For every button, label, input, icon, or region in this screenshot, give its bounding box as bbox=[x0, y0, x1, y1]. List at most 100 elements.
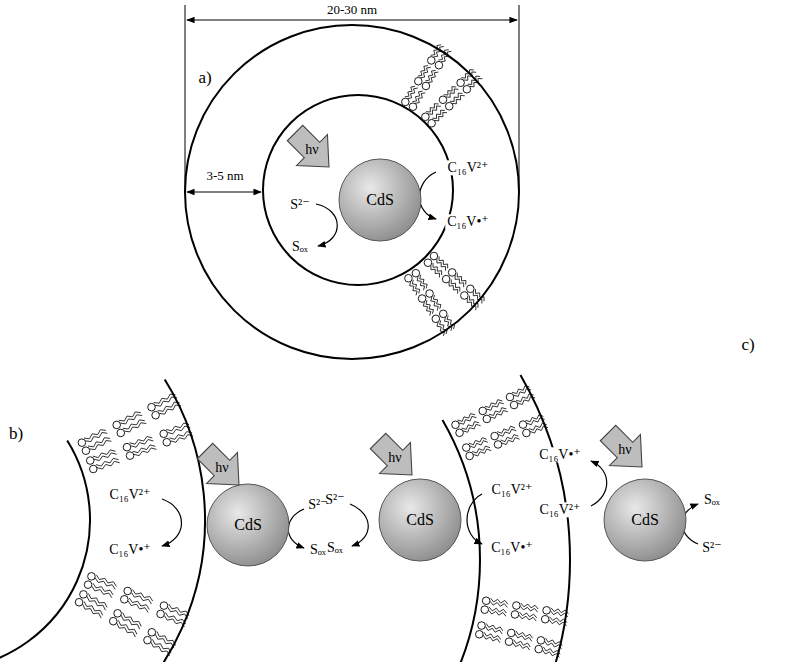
lipid-tail bbox=[491, 598, 508, 604]
light-arrow-shape bbox=[280, 118, 345, 183]
lipid-head bbox=[148, 628, 156, 636]
vesicle-inner-wall bbox=[263, 95, 453, 285]
lipid-tail bbox=[87, 596, 106, 610]
lipid-head bbox=[427, 57, 435, 65]
lipid-head bbox=[445, 102, 453, 110]
species-label: Sₒₓ bbox=[327, 540, 343, 555]
lipid-head bbox=[160, 602, 168, 610]
lipid-tail bbox=[96, 575, 116, 587]
light-arrow-shape bbox=[593, 418, 658, 483]
dimension-arrow bbox=[187, 19, 517, 20]
lipid-tail bbox=[133, 590, 153, 602]
species-label: C₁₆V²⁺ bbox=[110, 487, 151, 502]
lipid-head bbox=[117, 429, 125, 437]
lipid-head bbox=[144, 636, 152, 644]
species-label: C₁₆V²⁺ bbox=[446, 160, 491, 175]
lipid-tail bbox=[551, 611, 568, 617]
lipid-head bbox=[82, 447, 90, 455]
lipid-tail bbox=[171, 435, 194, 443]
lipid-tail bbox=[435, 112, 448, 120]
dimension-extension bbox=[185, 5, 186, 192]
cds-particle: CdS bbox=[338, 158, 422, 242]
lipid-tail bbox=[417, 277, 424, 291]
lipid-tail bbox=[129, 598, 149, 610]
lipid-head bbox=[412, 269, 420, 277]
lipid-tail bbox=[437, 322, 444, 336]
lipid-head bbox=[422, 82, 430, 90]
lipid-tail bbox=[151, 642, 170, 656]
lipid-head bbox=[523, 429, 531, 437]
lipid-tail bbox=[431, 297, 438, 311]
lipid-head bbox=[507, 629, 515, 637]
lipid-head bbox=[439, 96, 447, 104]
lipid-tail bbox=[428, 72, 438, 83]
lipid-head bbox=[121, 596, 129, 604]
lipid-tail bbox=[92, 586, 112, 598]
lipid-tail bbox=[521, 603, 538, 609]
lipid-tail bbox=[446, 89, 459, 97]
lipid-tail bbox=[485, 627, 502, 634]
light-arrow: hν bbox=[288, 126, 336, 174]
lipid-tail bbox=[128, 601, 148, 613]
lipid-head bbox=[543, 607, 551, 615]
lipid-head bbox=[88, 573, 96, 581]
lipid-tail bbox=[473, 449, 491, 456]
light-label: hν bbox=[618, 442, 631, 457]
species-label: C₁₆V²⁺ bbox=[490, 482, 535, 497]
lipid-tail bbox=[463, 424, 480, 432]
lipid-tail bbox=[165, 612, 185, 624]
lipid-tail bbox=[155, 397, 177, 406]
redox-arrow bbox=[288, 509, 304, 548]
lipid-tail bbox=[519, 612, 536, 618]
lipid-head bbox=[428, 119, 436, 127]
dimension-extension bbox=[519, 5, 520, 192]
lipid-tail bbox=[463, 72, 476, 80]
light-arrow-shape bbox=[363, 426, 428, 491]
lipid-tail bbox=[119, 412, 141, 421]
lipid-head bbox=[510, 401, 518, 409]
lipid-head bbox=[535, 645, 543, 653]
lipid-tail bbox=[489, 607, 506, 613]
particle-circle bbox=[379, 479, 461, 561]
particle-circle bbox=[604, 479, 686, 561]
lipid-tail bbox=[167, 426, 190, 434]
lipid-tail bbox=[415, 93, 425, 104]
vesicle-wall bbox=[0, 441, 90, 662]
light-arrow-shape bbox=[190, 436, 255, 501]
particle-circle bbox=[339, 159, 421, 241]
light-label: hν bbox=[305, 142, 318, 157]
lipid-tail bbox=[94, 453, 117, 461]
lipid-head bbox=[422, 113, 430, 121]
panel-letter: c) bbox=[741, 336, 754, 355]
redox-arrow bbox=[350, 504, 368, 546]
lipid-tail bbox=[123, 420, 145, 429]
lipid-head bbox=[513, 602, 521, 610]
lipid-head bbox=[126, 452, 134, 460]
lipid-tail bbox=[519, 615, 536, 621]
lipid-head bbox=[467, 285, 475, 293]
light-label: hν bbox=[388, 450, 401, 465]
lipid-head bbox=[479, 407, 487, 415]
lipid-tail bbox=[545, 641, 562, 648]
lipid-head bbox=[80, 591, 88, 599]
lipid-tail bbox=[159, 405, 181, 414]
lipid-head bbox=[109, 617, 117, 625]
lipid-tail bbox=[120, 415, 142, 424]
lipid-head bbox=[402, 98, 410, 106]
lipid-head bbox=[157, 610, 165, 618]
species-label: C₁₆V•⁺ bbox=[537, 447, 583, 462]
species-label: S²⁻ bbox=[702, 540, 721, 555]
cds-particle: CdS bbox=[603, 478, 687, 562]
light-arrow: hν bbox=[198, 444, 246, 492]
lipid-tail bbox=[423, 302, 430, 316]
lipid-tail bbox=[530, 426, 548, 433]
lipid-head bbox=[163, 438, 171, 446]
lipid-tail bbox=[490, 411, 507, 419]
lipid-head bbox=[462, 444, 470, 452]
lipid-tail bbox=[418, 66, 428, 77]
lipid-tail bbox=[124, 423, 146, 432]
lipid-tail bbox=[483, 635, 500, 642]
lipid-head bbox=[124, 587, 132, 595]
lipid-head bbox=[519, 421, 527, 429]
